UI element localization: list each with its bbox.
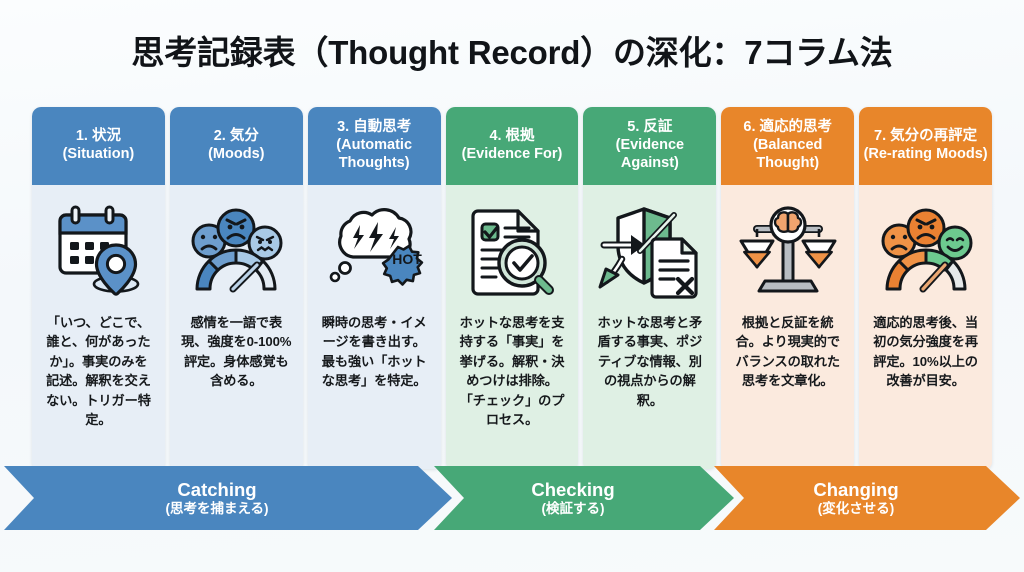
column-6-title-en: (Balanced Thought) (753, 137, 823, 171)
column-3-text: 瞬時の思考・イメージを書き出す。最も強い「ホットな思考」を特定。 (321, 315, 427, 389)
column-7-header: 7. 気分の再評定 (Re-rating Moods) (859, 107, 993, 185)
column-2-title-jp: 2. 気分 (213, 128, 259, 145)
phase-arrow-changing[interactable]: Changing (変化させる) (714, 466, 1020, 530)
mood-faces-gauge-icon (170, 191, 303, 309)
column-3-title-jp: 3. 自動思考 (337, 119, 412, 136)
column-4-header: 4. 根拠 (Evidence For) (445, 107, 579, 185)
mood-faces-gauge-improved-icon (859, 191, 992, 309)
column-3-title-en: (Automatic Thoughts) (336, 137, 413, 171)
column-4-text: ホットな思考を支持する「事実」を挙げる。解釈・決めつけは排除。「チェック」のプロ… (459, 315, 565, 428)
column-4-title-en: (Evidence For) (461, 146, 563, 162)
column-2-moods[interactable]: 2. 気分 (Moods) (169, 107, 303, 469)
phase-arrow-checking[interactable]: Checking (検証する) (434, 466, 734, 530)
column-6-balanced-thought[interactable]: 6. 適応的思考 (Balanced Thought) (721, 107, 855, 469)
column-2-body: 感情を一語で表現、強度を0-100%評定。身体感覚も含める。 (170, 185, 303, 469)
column-4-evidence-for[interactable]: 4. 根拠 (Evidence For) (445, 107, 579, 469)
calendar-location-pin-icon (32, 191, 165, 309)
column-5-title-jp: 5. 反証 (627, 119, 673, 136)
column-5-text: ホットな思考と矛盾する事実、ポジティブな情報、別の視点からの解釈。 (597, 315, 703, 408)
column-2-title-en: (Moods) (208, 146, 265, 162)
shield-deflect-arrow-document-x-icon (583, 191, 716, 309)
column-6-body: 根拠と反証を統合。より現実的でバランスの取れた思考を文章化。 (721, 185, 854, 469)
column-2-header: 2. 気分 (Moods) (169, 107, 303, 185)
column-4-body: ホットな思考を支持する「事実」を挙げる。解釈・決めつけは排除。「チェック」のプロ… (446, 185, 579, 469)
column-1-situation[interactable]: 1. 状況 (Situation) (32, 107, 165, 469)
column-4-title-jp: 4. 根拠 (489, 128, 535, 145)
column-5-body: ホットな思考と矛盾する事実、ポジティブな情報、別の視点からの解釈。 (583, 185, 716, 469)
column-3-header: 3. 自動思考 (Automatic Thoughts) (307, 107, 441, 185)
column-3-body: HOT 瞬時の思考・イメージを書き出す。最も強い「ホットな思考」を特定。 (308, 185, 441, 469)
column-3-automatic-thoughts[interactable]: 3. 自動思考 (Automatic Thoughts) (307, 107, 441, 469)
column-7-title-jp: 7. 気分の再評定 (874, 128, 978, 145)
phase-arrow-catching-label-en: Catching (177, 479, 257, 501)
document-checklist-magnifier-icon (446, 191, 579, 309)
column-7-title-en: (Re-rating Moods) (863, 146, 988, 162)
column-1-text: 「いつ、どこで、誰と、何があったか」。事実のみを記述。解釈を交えない。トリガー特… (46, 315, 151, 428)
column-1-title-jp: 1. 状況 (75, 128, 121, 145)
column-7-text: 適応的思考後、当初の気分強度を再評定。10%以上の改善が目安。 (873, 315, 978, 389)
column-5-header: 5. 反証 (Evidence Against) (583, 107, 717, 185)
thought-cloud-lightning-hot-icon: HOT (308, 191, 441, 309)
phase-arrow-band: Catching (思考を捕まえる) Checking (検証する) Chang… (0, 466, 1024, 530)
column-1-title-en: (Situation) (62, 146, 135, 162)
column-6-title-jp: 6. 適応的思考 (743, 119, 833, 136)
column-1-header: 1. 状況 (Situation) (32, 107, 165, 185)
column-2-text: 感情を一語で表現、強度を0-100%評定。身体感覚も含める。 (181, 315, 292, 389)
balance-scales-brain-icon (721, 191, 854, 309)
phase-arrow-changing-label-en: Changing (813, 479, 899, 501)
svg-text:HOT: HOT (392, 251, 422, 267)
column-5-evidence-against[interactable]: 5. 反証 (Evidence Against) (583, 107, 717, 469)
columns-strip: 1. 状況 (Situation) (32, 107, 993, 469)
phase-arrow-catching[interactable]: Catching (思考を捕まえる) (4, 466, 452, 530)
phase-arrow-catching-label-jp: (思考を捕まえる) (165, 500, 269, 516)
column-1-body: 「いつ、どこで、誰と、何があったか」。事実のみを記述。解釈を交えない。トリガー特… (32, 185, 165, 469)
column-6-text: 根拠と反証を統合。より現実的でバランスの取れた思考を文章化。 (735, 315, 841, 389)
phase-arrow-checking-label-jp: (検証する) (541, 500, 605, 516)
column-5-title-en: (Evidence Against) (615, 137, 685, 171)
column-7-re-rating-moods[interactable]: 7. 気分の再評定 (Re-rating Moods) (859, 107, 993, 469)
column-6-header: 6. 適応的思考 (Balanced Thought) (721, 107, 855, 185)
page-title: 思考記録表（Thought Record）の深化：7コラム法 (131, 34, 893, 71)
column-7-body: 適応的思考後、当初の気分強度を再評定。10%以上の改善が目安。 (859, 185, 992, 469)
phase-arrow-checking-label-en: Checking (531, 479, 615, 501)
phase-arrow-changing-label-jp: (変化させる) (817, 500, 895, 516)
